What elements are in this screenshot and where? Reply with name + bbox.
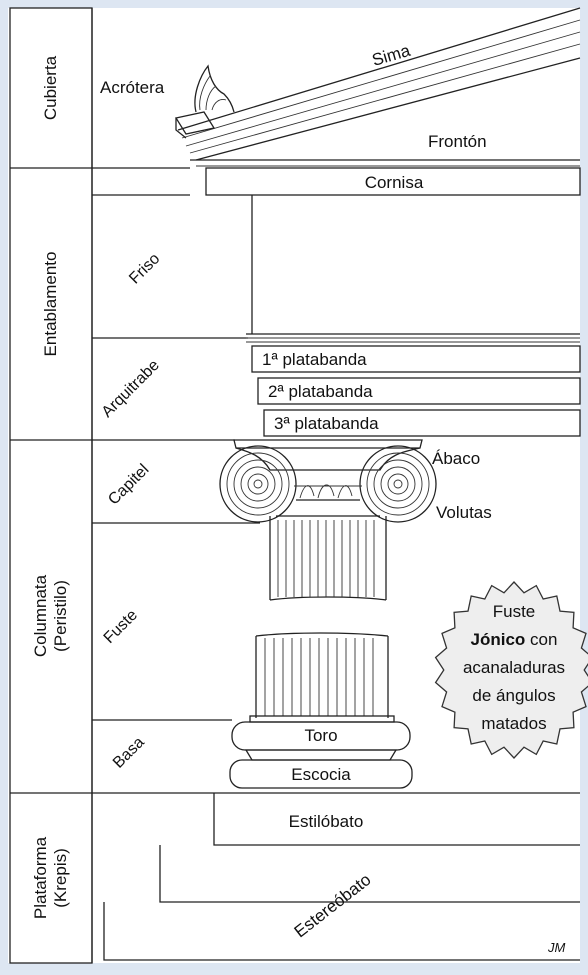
label-escocia: Escocia xyxy=(291,765,351,784)
cornisa-band xyxy=(205,167,581,196)
label-platabanda-3: 3ª platabanda xyxy=(274,414,379,433)
pediment xyxy=(174,7,581,167)
section-label-plataforma: Plataforma xyxy=(31,836,50,919)
badge-line-5: matados xyxy=(481,714,546,733)
signature: JM xyxy=(547,940,566,955)
krepis-steps xyxy=(103,792,580,961)
fuste-upper xyxy=(269,516,387,601)
section-label-columnata: Columnata xyxy=(31,574,50,657)
badge-line-1: Fuste xyxy=(493,602,536,621)
label-volutas: Volutas xyxy=(436,503,492,522)
badge-line-2-rest: con xyxy=(530,630,557,649)
label-platabanda-2: 2ª platabanda xyxy=(268,382,373,401)
platabanda-1 xyxy=(251,345,581,373)
label-fronton: Frontón xyxy=(428,132,487,151)
badge-line-3: acanaladuras xyxy=(463,658,565,677)
label-estilobato: Estilóbato xyxy=(289,812,364,831)
label-acrotera: Acrótera xyxy=(100,78,165,97)
badge-line-2: Jónico con xyxy=(471,630,558,649)
section-label-entablamento: Entablamento xyxy=(41,252,60,357)
capitel-drawing xyxy=(219,439,437,523)
section-label-peristilo: (Peristilo) xyxy=(51,580,70,652)
fuste-jonico-badge: Fuste Jónico con acanaladuras de ángulos… xyxy=(434,581,588,759)
friso-block xyxy=(246,195,580,343)
badge-line-4: de ángulos xyxy=(472,686,555,705)
label-platabanda-1: 1ª platabanda xyxy=(262,350,367,369)
platabanda-2 xyxy=(257,377,581,405)
fuste-lower xyxy=(255,632,389,718)
section-label-krepis: (Krepis) xyxy=(51,848,70,908)
platabanda-3 xyxy=(263,409,581,437)
classification-table xyxy=(9,7,260,964)
section-label-cubierta: Cubierta xyxy=(41,55,60,120)
escocia-molding xyxy=(229,759,413,789)
paper xyxy=(8,8,580,963)
label-abaco: Ábaco xyxy=(432,449,480,468)
badge-line-2-bold: Jónico xyxy=(471,630,526,649)
basa-drawing xyxy=(229,715,413,789)
label-cornisa: Cornisa xyxy=(365,173,424,192)
label-toro: Toro xyxy=(304,726,337,745)
